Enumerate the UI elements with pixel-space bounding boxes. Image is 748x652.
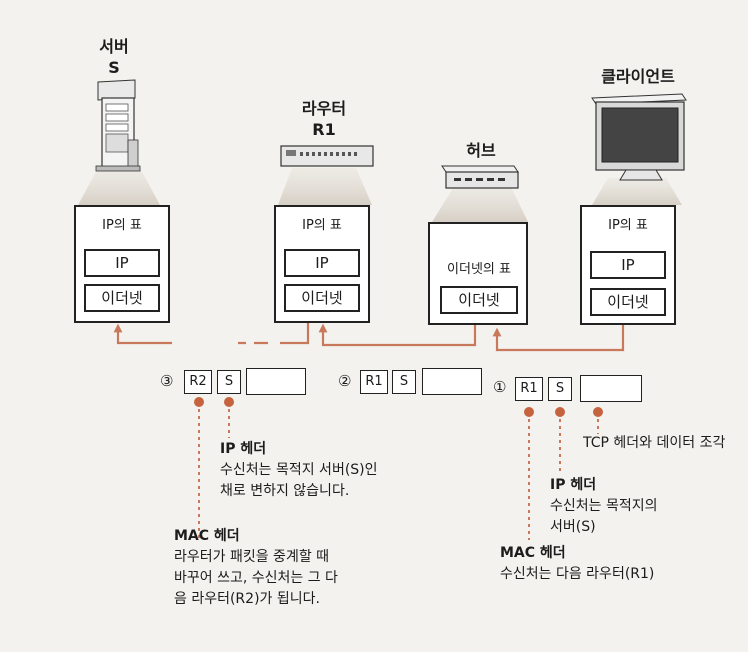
packet-1-ip-header: S [548, 377, 572, 401]
left-mac-header-line1: 라우터가 패킷을 중계할 때 [174, 549, 330, 565]
router-projection [278, 168, 372, 205]
client-ethernet-layer: 이더넷 [590, 288, 666, 316]
left-markers [194, 397, 234, 540]
connection-lines [113, 322, 625, 352]
server-ip-table: IP의 표 [88, 214, 156, 240]
packet-3-ip-header: S [217, 370, 241, 394]
server-ip-table-label: IP의 표 [94, 218, 150, 233]
router-icon [280, 145, 374, 167]
packet-1-number: ① [493, 378, 507, 396]
router-ip-table: IP의 표 [288, 214, 356, 240]
client-monitor-icon [591, 93, 687, 181]
right-ip-header-line1: 수신처는 목적지의 [550, 498, 658, 514]
router-protocol-stack: IP의 표 IP 이더넷 [274, 205, 370, 323]
router-ethernet-layer: 이더넷 [284, 284, 360, 312]
right-ip-header-title: IP 헤더 [550, 477, 597, 493]
client-ip-table: IP의 표 [594, 214, 662, 240]
packet-2-mac-header: R1 [360, 370, 388, 394]
server-projection [78, 168, 160, 205]
right-mac-header-line1: 수신처는 다음 라우터(R1) [500, 566, 655, 582]
right-mac-header-note: MAC 헤더 수신처는 다음 라우터(R1) [500, 543, 654, 585]
packet-3-mac-header: R2 [184, 370, 212, 394]
client-projection [592, 178, 682, 205]
packet-2-number: ② [338, 372, 352, 390]
hub-label: 허브 [466, 141, 496, 160]
hub-projection [432, 185, 528, 222]
router-label: 라우터 R1 [292, 98, 356, 140]
left-mac-header-note: MAC 헤더 라우터가 패킷을 중계할 때 바꾸어 쓰고, 수신처는 그 다 음… [174, 526, 338, 610]
hub-protocol-stack: 이더넷의 표 이더넷 [428, 222, 528, 325]
right-markers [524, 407, 603, 540]
packet-2-ip-header: S [392, 370, 416, 394]
router-label-line1: 라우터 [301, 99, 347, 118]
right-ip-header-note: IP 헤더 수신처는 목적지의 서버(S) [550, 475, 658, 538]
router-label-line2: R1 [312, 120, 336, 139]
client-protocol-stack: IP의 표 IP 이더넷 [580, 205, 676, 325]
left-ip-header-line1: 수신처는 목적지 서버(S)인 [220, 462, 378, 478]
client-ip-table-label: IP의 표 [600, 218, 656, 233]
server-label-line2: S [108, 58, 120, 77]
right-mac-header-title: MAC 헤더 [500, 545, 566, 561]
packet-1-data [580, 375, 642, 402]
server-ethernet-layer: 이더넷 [84, 284, 160, 312]
client-ip-layer: IP [590, 251, 666, 279]
left-mac-header-line3: 음 라우터(R2)가 됩니다. [174, 591, 320, 607]
hub-ethernet-table-label: 이더넷의 표 [439, 262, 519, 277]
router-ip-table-label: IP의 표 [294, 218, 350, 233]
left-ip-header-line2: 채로 변하지 않습니다. [220, 483, 350, 499]
client-label: 클라이언트 [601, 67, 675, 86]
left-ip-header-title: IP 헤더 [220, 441, 267, 457]
packet-2-data [422, 368, 482, 395]
left-mac-header-line2: 바꾸어 쓰고, 수신처는 그 다 [174, 570, 338, 586]
hub-icon [441, 165, 519, 189]
packet-3-number: ③ [160, 372, 174, 390]
left-ip-header-note: IP 헤더 수신처는 목적지 서버(S)인 채로 변하지 않습니다. [220, 439, 378, 502]
router-ip-layer: IP [284, 249, 360, 277]
server-protocol-stack: IP의 표 IP 이더넷 [74, 205, 170, 323]
packet-1-mac-header: R1 [515, 377, 543, 401]
hub-ethernet-table: 이더넷의 표 [439, 258, 519, 277]
server-label-line1: 서버 [99, 37, 129, 56]
hub-ethernet-layer: 이더넷 [440, 286, 518, 314]
packet-3-data [246, 368, 306, 395]
server-ip-layer: IP [84, 249, 160, 277]
tcp-data-note: TCP 헤더와 데이터 조각 [583, 435, 726, 451]
server-label: 서버 S [94, 36, 134, 78]
right-ip-header-line2: 서버(S) [550, 519, 596, 535]
left-mac-header-title: MAC 헤더 [174, 528, 240, 544]
server-icon [95, 79, 141, 172]
